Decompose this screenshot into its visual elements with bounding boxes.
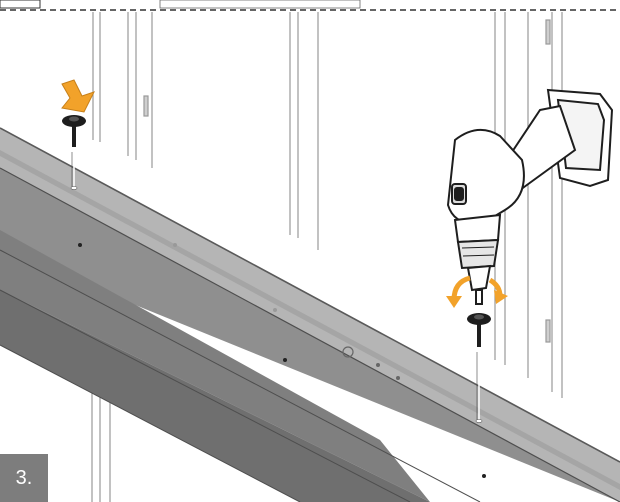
dashed-border xyxy=(0,0,620,10)
cordless-drill-icon xyxy=(448,90,612,304)
step-number: 3. xyxy=(0,454,48,502)
down-arrow-icon xyxy=(62,80,94,112)
